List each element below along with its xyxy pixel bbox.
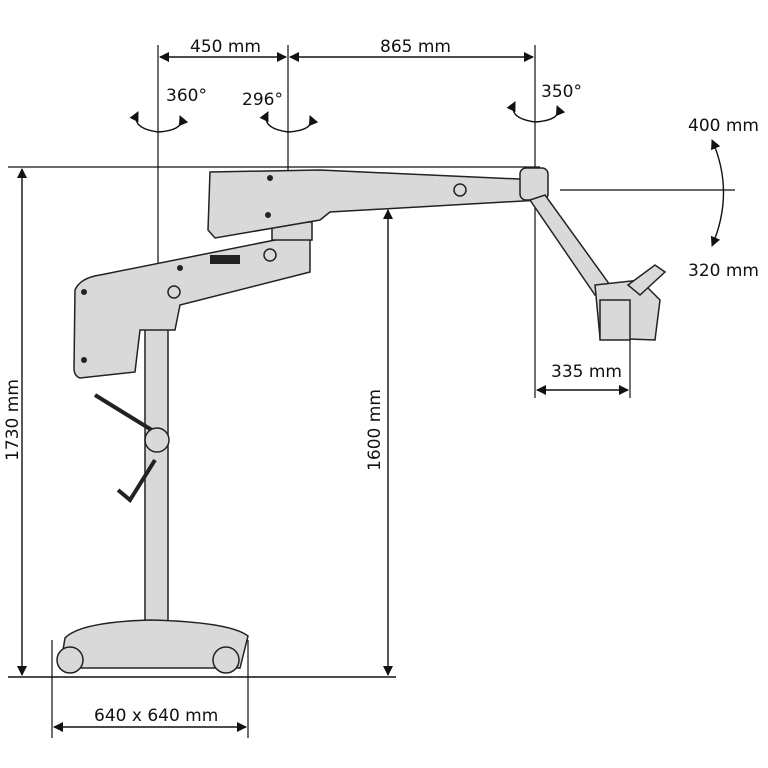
label-arm-inner-reach: 450 mm — [190, 37, 261, 57]
rotation-arrow-360 — [129, 111, 189, 133]
label-total-height: 1730 mm — [2, 379, 23, 461]
label-arm-height: 1600 mm — [364, 389, 385, 471]
dimension-arrows — [17, 52, 725, 732]
stand-details — [81, 175, 467, 363]
label-rotation-arm: 296° — [242, 90, 283, 110]
column-knob — [144, 427, 170, 453]
wheel-left — [56, 646, 84, 674]
handle — [93, 393, 157, 504]
lens-housing — [599, 299, 631, 341]
rotation-arrow-296 — [259, 111, 319, 133]
label-base-footprint: 640 x 640 mm — [94, 706, 219, 726]
arrow-400-320 — [710, 139, 725, 247]
label-head-offset: 335 mm — [551, 362, 622, 382]
label-vertical-up: 400 mm — [688, 116, 759, 136]
label-rotation-head: 350° — [541, 82, 582, 102]
label-vertical-down: 320 mm — [688, 261, 759, 281]
lower-arm — [73, 234, 311, 379]
eyepiece — [626, 264, 667, 296]
base — [59, 619, 249, 669]
label-arm-outer-reach: 865 mm — [380, 37, 451, 57]
wheel-right — [212, 646, 240, 674]
head-arm — [528, 194, 612, 297]
upper-arm — [207, 169, 541, 239]
label-rotation-column: 360° — [166, 86, 207, 106]
microscope-stand — [56, 167, 667, 674]
rotation-arrow-350 — [506, 101, 566, 123]
